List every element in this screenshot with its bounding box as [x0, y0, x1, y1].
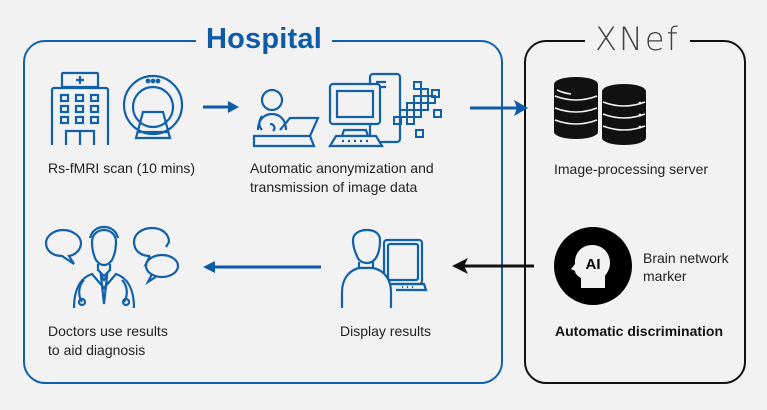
hospital-building-icon — [50, 71, 110, 145]
marker-label-line1: Brain network — [643, 250, 729, 266]
database-server-icon — [554, 77, 647, 145]
display-label: Display results — [340, 323, 432, 339]
person-at-monitor-icon — [340, 228, 428, 308]
xnef-title: XNef — [585, 22, 690, 56]
ai-badge: AI — [586, 256, 601, 273]
anonymize-label-line1: Automatic anonymization and — [250, 160, 434, 176]
marker-label-line2: marker — [643, 268, 687, 284]
arrow-hospital-to-server — [470, 100, 528, 116]
ai-head-icon: AI — [554, 227, 632, 305]
doctors-label-line2: to aid diagnosis — [48, 342, 146, 358]
server-label: Image-processing server — [554, 161, 709, 177]
arrow-scan-to-anonymize — [203, 101, 239, 113]
doctor-speech-bubbles-icon — [44, 225, 180, 309]
computer-icon — [328, 72, 402, 148]
anonymize-label-line2: transmission of image data — [250, 179, 418, 195]
scan-label: Rs-fMRI scan (10 mins) — [48, 160, 196, 176]
hospital-title: Hospital — [196, 22, 332, 56]
arrow-display-to-doctors — [203, 261, 321, 273]
mri-scanner-icon — [122, 74, 184, 140]
discrimination-label: Automatic discrimination — [555, 323, 724, 339]
pixel-data-icon — [393, 81, 442, 138]
doctors-label-line1: Doctors use results — [48, 323, 168, 339]
arrow-ai-to-display — [452, 258, 534, 274]
doctor-at-desk-icon — [252, 88, 320, 148]
